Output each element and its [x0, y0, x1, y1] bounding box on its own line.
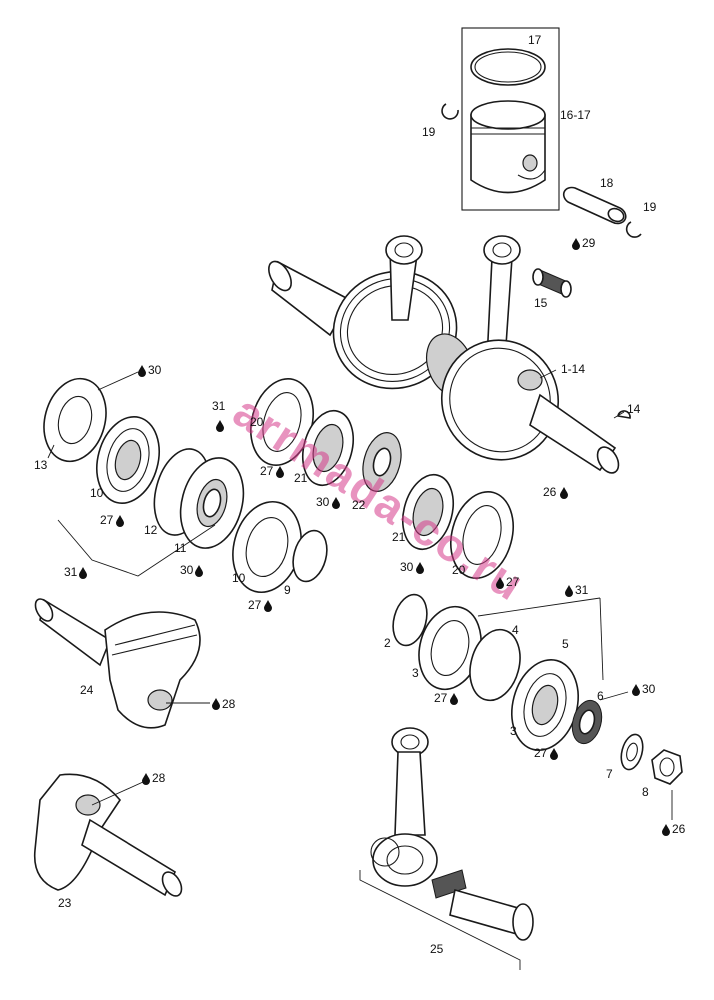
- label-20-upper: 20: [250, 415, 264, 429]
- circlip-right[interactable]: [625, 221, 642, 238]
- drop-icon: [116, 515, 124, 527]
- label-27-right-upper: 27: [434, 691, 448, 705]
- label-19-right: 19: [643, 200, 657, 214]
- label-24: 24: [80, 683, 94, 697]
- label-21-lower: 21: [392, 530, 406, 544]
- bearing-5[interactable]: [502, 652, 588, 757]
- bearing-3-upper[interactable]: [410, 600, 490, 697]
- drop-icon: [79, 567, 87, 579]
- label-5: 5: [562, 637, 569, 651]
- label-4: 4: [512, 623, 519, 637]
- drop-icon: [264, 600, 272, 612]
- label-30-mid: 30: [180, 563, 194, 577]
- crankshaft-assembly[interactable]: [264, 235, 631, 477]
- label-28-upper: 28: [222, 697, 236, 711]
- label-21-upper: 21: [294, 471, 308, 485]
- drop-icon: [195, 565, 203, 577]
- seal-6[interactable]: [568, 697, 606, 747]
- label-18: 18: [600, 176, 614, 190]
- label-31-right: 31: [575, 583, 589, 597]
- label-31-top: 31: [212, 399, 226, 413]
- label-1-14: 1-14: [561, 362, 585, 376]
- nut-8[interactable]: [651, 749, 683, 785]
- label-30-far-right: 30: [642, 682, 656, 696]
- callout-labels: 17 16-17 19 18 19 29 15 1-14 14 26 30 13…: [34, 33, 686, 956]
- label-16-17: 16-17: [560, 108, 591, 122]
- label-30-center: 30: [316, 495, 330, 509]
- label-10-lower: 10: [232, 571, 246, 585]
- label-2: 2: [384, 636, 391, 650]
- drop-icon: [560, 487, 568, 499]
- drop-icon: [550, 748, 558, 760]
- label-7: 7: [606, 767, 613, 781]
- label-14: 14: [627, 402, 641, 416]
- washer-7[interactable]: [618, 732, 647, 772]
- label-26-upper: 26: [543, 485, 557, 499]
- label-27-right: 27: [506, 575, 520, 589]
- label-27-upper: 27: [260, 464, 274, 478]
- piston-ring[interactable]: [470, 48, 546, 86]
- drop-icon: [212, 698, 220, 710]
- label-27-right-lower: 27: [534, 746, 548, 760]
- piston-assembly: [441, 27, 560, 211]
- wrist-pin[interactable]: [562, 186, 627, 225]
- half-crankshaft-24[interactable]: [32, 596, 201, 729]
- needle-bearing-small-end[interactable]: [532, 268, 572, 298]
- ring-9[interactable]: [288, 527, 332, 586]
- drop-icon: [572, 238, 580, 250]
- label-31-bracket: 31: [64, 565, 78, 579]
- label-8: 8: [642, 785, 649, 799]
- connecting-rod-25[interactable]: [359, 727, 534, 970]
- seal-13[interactable]: [35, 372, 115, 469]
- drop-icon: [142, 773, 150, 785]
- bearing-20-lower[interactable]: [442, 485, 523, 586]
- label-17: 17: [528, 33, 542, 47]
- label-12: 12: [144, 523, 158, 537]
- piston-frame: [461, 27, 560, 211]
- label-3-upper: 3: [412, 666, 419, 680]
- label-6: 6: [597, 689, 604, 703]
- label-29: 29: [582, 236, 596, 250]
- drop-icon: [632, 684, 640, 696]
- drop-icon: [565, 585, 573, 597]
- seal-21-lower[interactable]: [395, 469, 461, 555]
- label-13: 13: [34, 458, 48, 472]
- label-20-lower: 20: [452, 563, 466, 577]
- ring-4[interactable]: [463, 624, 528, 706]
- label-15: 15: [534, 296, 548, 310]
- drop-icon: [416, 562, 424, 574]
- label-25: 25: [430, 942, 444, 956]
- label-30-right: 30: [400, 560, 414, 574]
- seal-21-upper[interactable]: [295, 405, 361, 491]
- label-26-lower: 26: [672, 822, 686, 836]
- seal-11[interactable]: [171, 451, 253, 555]
- label-10-left: 10: [90, 486, 104, 500]
- label-22: 22: [352, 498, 366, 512]
- circlip-left[interactable]: [441, 103, 459, 120]
- label-3-lower: 3: [510, 724, 517, 738]
- drop-icon: [450, 693, 458, 705]
- drop-icon: [138, 365, 146, 377]
- half-crankshaft-23[interactable]: [33, 773, 186, 899]
- drop-icon: [276, 466, 284, 478]
- label-9: 9: [284, 583, 291, 597]
- label-23: 23: [58, 896, 72, 910]
- label-27-lower-left: 27: [248, 598, 262, 612]
- label-30-left: 30: [148, 363, 162, 377]
- label-27-left: 27: [100, 513, 114, 527]
- label-28-lower: 28: [152, 771, 166, 785]
- leader-lines: [47, 369, 673, 820]
- drop-icon: [662, 824, 670, 836]
- label-11: 11: [174, 541, 187, 555]
- drop-icon: [216, 420, 224, 432]
- label-19-left: 19: [422, 125, 436, 139]
- bearing-10-left[interactable]: [88, 410, 169, 511]
- gear-22[interactable]: [357, 428, 407, 495]
- ring-2[interactable]: [388, 591, 432, 650]
